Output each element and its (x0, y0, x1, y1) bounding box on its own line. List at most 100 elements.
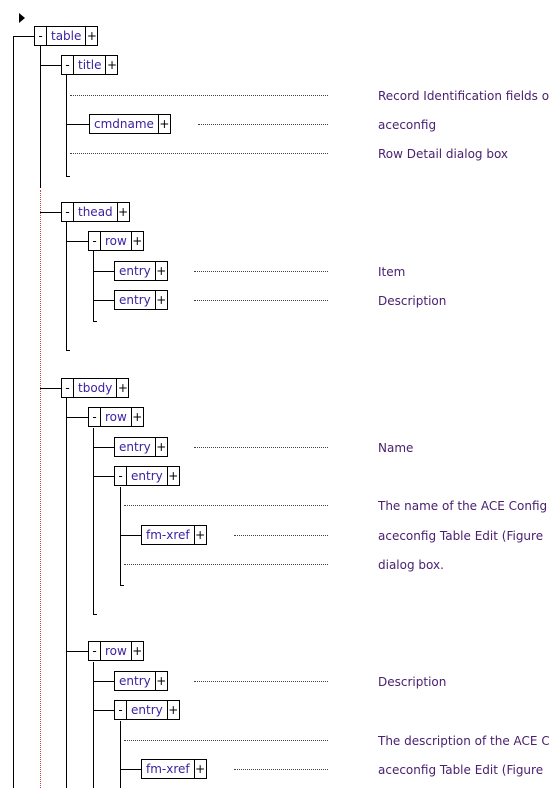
expand-toggle[interactable]: + (156, 674, 167, 688)
node-entry[interactable]: - entry + (114, 700, 180, 720)
tree-line (93, 662, 94, 788)
leader-line (124, 505, 328, 506)
text-content[interactable]: aceconfig Table Edit (Figure (378, 763, 544, 777)
node-entry[interactable]: entry + (114, 671, 168, 691)
node-entry[interactable]: entry + (114, 437, 168, 457)
expand-toggle[interactable]: + (156, 264, 167, 278)
expand-toggle[interactable]: + (168, 703, 179, 717)
node-label[interactable]: row (100, 232, 132, 250)
node-label[interactable]: row (100, 642, 132, 660)
tree-line (66, 651, 88, 652)
node-entry[interactable]: entry + (114, 290, 168, 310)
collapse-toggle[interactable]: - (118, 703, 123, 717)
collapse-toggle[interactable]: - (118, 469, 123, 483)
expand-toggle[interactable]: + (106, 58, 117, 72)
node-label[interactable]: fm-xref (142, 760, 195, 778)
tree-line (40, 46, 41, 188)
collapse-toggle[interactable]: - (92, 410, 97, 424)
tree-line (93, 476, 114, 477)
node-entry[interactable]: - entry + (114, 466, 180, 486)
text-content[interactable]: Record Identification fields or (378, 89, 549, 103)
node-label[interactable]: entry (126, 467, 168, 485)
tree-line (93, 251, 94, 321)
tree-line (40, 388, 61, 389)
expand-toggle[interactable]: + (132, 644, 143, 658)
text-content[interactable]: Name (378, 441, 414, 455)
tree-line (66, 350, 70, 351)
tree-line (93, 614, 97, 615)
expand-toggle[interactable]: + (195, 528, 206, 542)
tree-line (93, 321, 97, 322)
node-row[interactable]: - row + (88, 407, 144, 427)
text-content[interactable]: aceconfig Table Edit (Figure (378, 529, 544, 543)
expand-toggle[interactable]: + (117, 381, 128, 395)
leader-line (194, 447, 328, 448)
node-title[interactable]: - title + (61, 55, 119, 75)
node-label[interactable]: fm-xref (142, 526, 195, 544)
leader-line (234, 535, 328, 536)
tree-line (40, 65, 61, 66)
expand-toggle[interactable]: + (132, 410, 143, 424)
tree-line (13, 36, 34, 37)
text-content[interactable]: aceconfig (378, 118, 437, 132)
leader-line (234, 769, 328, 770)
text-content[interactable]: The description of the ACE C (378, 734, 549, 748)
collapse-toggle[interactable]: - (38, 29, 43, 43)
collapse-toggle[interactable]: - (65, 381, 70, 395)
tree-line (93, 447, 114, 448)
node-cmdname[interactable]: cmdname + (89, 114, 171, 134)
text-content[interactable]: The name of the ACE Config (378, 499, 548, 513)
node-fm-xref[interactable]: fm-xref + (141, 759, 207, 779)
tree-line (40, 212, 61, 213)
node-label[interactable]: entry (115, 438, 156, 456)
expand-toggle[interactable]: + (118, 205, 129, 219)
expand-toggle[interactable]: + (168, 469, 179, 483)
node-entry[interactable]: entry + (114, 261, 168, 281)
text-content[interactable]: dialog box. (378, 558, 444, 572)
leader-line (194, 300, 328, 301)
expand-arrow-icon[interactable] (19, 13, 25, 23)
node-label[interactable]: title (73, 56, 107, 74)
expand-toggle[interactable]: + (86, 29, 97, 43)
collapse-toggle[interactable]: - (65, 205, 70, 219)
collapse-toggle[interactable]: - (65, 58, 70, 72)
node-label[interactable]: entry (115, 262, 156, 280)
text-content[interactable]: Item (378, 265, 406, 279)
expand-toggle[interactable]: + (156, 293, 167, 307)
node-row[interactable]: - row + (88, 231, 144, 251)
tree-line (120, 721, 121, 788)
node-label[interactable]: tbody (73, 379, 118, 397)
text-content[interactable]: Row Detail dialog box (378, 147, 509, 161)
node-tbody[interactable]: - tbody + (61, 378, 130, 398)
text-content[interactable]: Description (378, 294, 447, 308)
node-label[interactable]: row (100, 408, 132, 426)
tree-line (66, 398, 67, 788)
expand-toggle[interactable]: + (132, 234, 143, 248)
expand-toggle[interactable]: + (195, 762, 206, 776)
leader-line (124, 564, 328, 565)
expand-toggle[interactable]: + (159, 117, 170, 131)
tree-line (93, 300, 114, 301)
collapse-toggle[interactable]: - (92, 644, 97, 658)
expand-toggle[interactable]: + (156, 440, 167, 454)
node-row[interactable]: - row + (88, 641, 144, 661)
node-label[interactable]: entry (126, 701, 168, 719)
node-fm-xref[interactable]: fm-xref + (141, 525, 207, 545)
node-label[interactable]: table (46, 27, 87, 45)
tree-line (66, 417, 88, 418)
text-content[interactable]: Description (378, 675, 447, 689)
node-table[interactable]: - table + (34, 26, 99, 46)
tree-line (120, 585, 124, 586)
leader-line (194, 681, 328, 682)
collapse-toggle[interactable]: - (92, 234, 97, 248)
node-label[interactable]: cmdname (90, 115, 159, 133)
node-thead[interactable]: - thead + (61, 202, 130, 222)
node-label[interactable]: entry (115, 672, 156, 690)
node-label[interactable]: entry (115, 291, 156, 309)
leader-line (70, 153, 328, 154)
leader-line (198, 124, 328, 125)
node-label[interactable]: thead (73, 203, 118, 221)
tree-line (66, 222, 67, 350)
leader-line (124, 740, 328, 741)
tree-line (120, 769, 141, 770)
